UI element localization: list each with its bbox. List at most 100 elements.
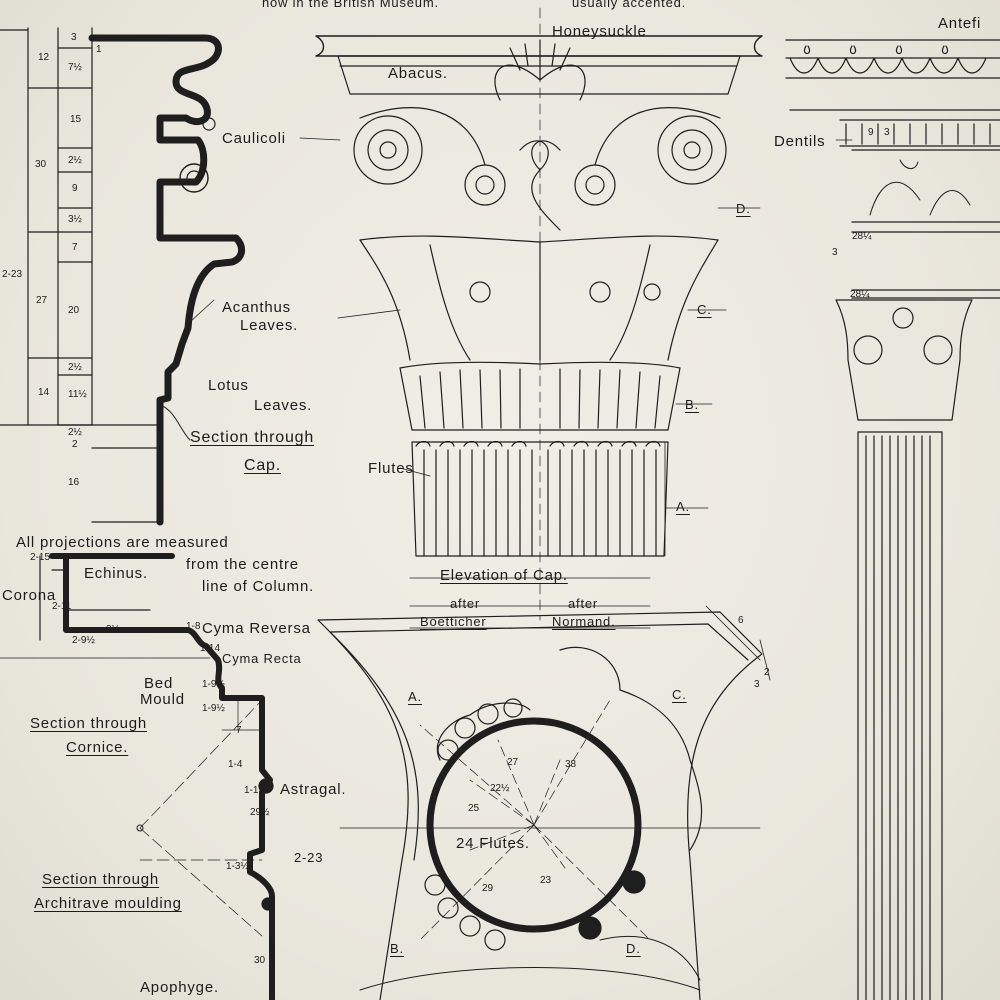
cornice-section-title-2: Cornice. [66,739,129,756]
flutes-count-label: 24 Flutes. [456,835,530,852]
dimension-ladder [0,27,161,523]
ladder-dim: 3 [71,32,77,43]
ladder-dim: 2½ [68,427,82,438]
cap-section-title-1: Section through [190,429,315,446]
usually-accented-note: usually accented. [572,0,687,10]
plan-dim: 38 [565,759,577,770]
echinus-label: Echinus. [84,565,148,582]
ladder-dim: 2½ [68,362,82,373]
cyma-reversa-label: Cyma Reversa [202,620,311,637]
acanthus-label-2: Leaves. [240,317,299,334]
ladder-dim: 14 [38,387,50,398]
ladder-dim: 7 [72,242,78,253]
marker-b-plan: B. [390,941,404,956]
column-dim: 3 [832,247,838,258]
cornice-dim: 2-11 [52,601,72,612]
cornice-section-title-1: Section through [30,715,148,732]
lotus-label-2: Leaves. [254,397,313,414]
marker-b-elevation: B. [685,397,699,412]
antefix-label: Antefi [938,15,982,32]
architrave-section-title-1: Section through [42,871,160,888]
cornice-dim: 1-9½ [202,679,225,690]
plan-dim: 3 [754,679,760,690]
astragal-label: Astragal. [280,781,347,798]
cornice-section-profile [0,553,275,1000]
column-dim: 3 [884,127,890,138]
plan-dim: 23 [540,875,552,886]
column-elevation [785,39,1000,1000]
flutes-label: Flutes [368,460,414,477]
cap-section-profile [88,34,245,526]
capital-elevation [315,7,763,621]
after-label-1: after [450,596,481,611]
ladder-dim: 11½ [68,389,87,400]
after-label-2: after [568,596,599,611]
plan-dim: 27 [507,757,519,768]
corona-label: Corona [2,587,56,604]
abacus-label: Abacus. [388,65,448,82]
cornice-dim: 30 [254,955,266,966]
projections-note-2: from the centre [186,556,299,573]
projections-note-1: All projections are measured [16,534,229,551]
plan-dim: 29 [482,883,494,894]
cornice-dim: 7 [236,725,242,736]
capital-plan [317,605,771,1000]
lotus-label-1: Lotus [208,377,249,394]
cornice-dim: 1-9½ [202,703,225,714]
ladder-dim: 2 [72,439,78,450]
apophyge-label: Apophyge. [140,979,219,996]
normand-label: Normand. [552,614,616,629]
ladder-dim: 12 [38,52,50,63]
bed-mould-label-1: Bed [144,675,174,692]
honeysuckle-label: Honeysuckle [552,23,647,40]
cornice-dim: 3½ [106,624,120,635]
architrave-section-title-2: Architrave moulding [34,895,182,912]
british-museum-note: now in the British Museum. [262,0,439,10]
column-dim: 9 [868,127,874,138]
cap-section-title-2: Cap. [244,457,281,474]
marker-d-plan: D. [626,941,641,956]
ladder-dim: 15 [70,114,82,125]
caulicoli-label: Caulicoli [222,130,286,147]
column-dim: 28¼ [852,231,872,242]
ladder-dim: 2½ [68,155,82,166]
leader-lines [189,137,853,629]
cornice-dim: 2-15 [30,552,51,563]
projections-note-3: line of Column. [202,578,315,595]
cornice-dim: 2-9½ [72,635,95,646]
marker-c-plan: C. [672,687,687,702]
cornice-dim: 1-14 [200,643,221,654]
plan-dim: 6 [738,615,744,626]
acanthus-label-1: Acanthus [222,299,291,316]
column-dim: 28¼ [850,289,870,300]
boetticher-label: Boetticher [420,614,487,629]
ladder-dim: 27 [36,295,48,306]
cornice-dim: 1-8 [186,621,201,632]
ladder-dim: 2-23 [2,269,23,280]
ladder-dim: 20 [68,305,80,316]
cornice-dim: 29½ [250,807,270,818]
marker-d-elevation: D. [736,201,751,216]
cyma-recta-label: Cyma Recta [222,651,302,666]
cornice-dim: 1-3½ [226,861,249,872]
bed-mould-label-2: Mould [140,691,185,708]
elevation-title: Elevation of Cap. [440,567,568,584]
ladder-dim: 30 [35,159,47,170]
ladder-dim: 1 [96,44,102,55]
ladder-dim: 7½ [68,62,82,73]
cornice-dim: 1-4 [228,759,243,770]
plan-dim: 25 [468,803,480,814]
ladder-dim: 9 [72,183,78,194]
marker-a-plan: A. [408,689,422,704]
marker-c-elevation: C. [697,302,712,317]
cornice-dim: 1-1 [244,785,259,796]
marker-a-elevation: A. [676,499,690,514]
dentils-label: Dentils [774,133,826,150]
plan-dim: 2 [764,667,770,678]
cornice-dim: 2-23 [294,850,324,865]
ladder-dim: 16 [68,477,80,488]
ladder-dim: 3½ [68,214,82,225]
plan-dim: 22½ [490,783,510,794]
